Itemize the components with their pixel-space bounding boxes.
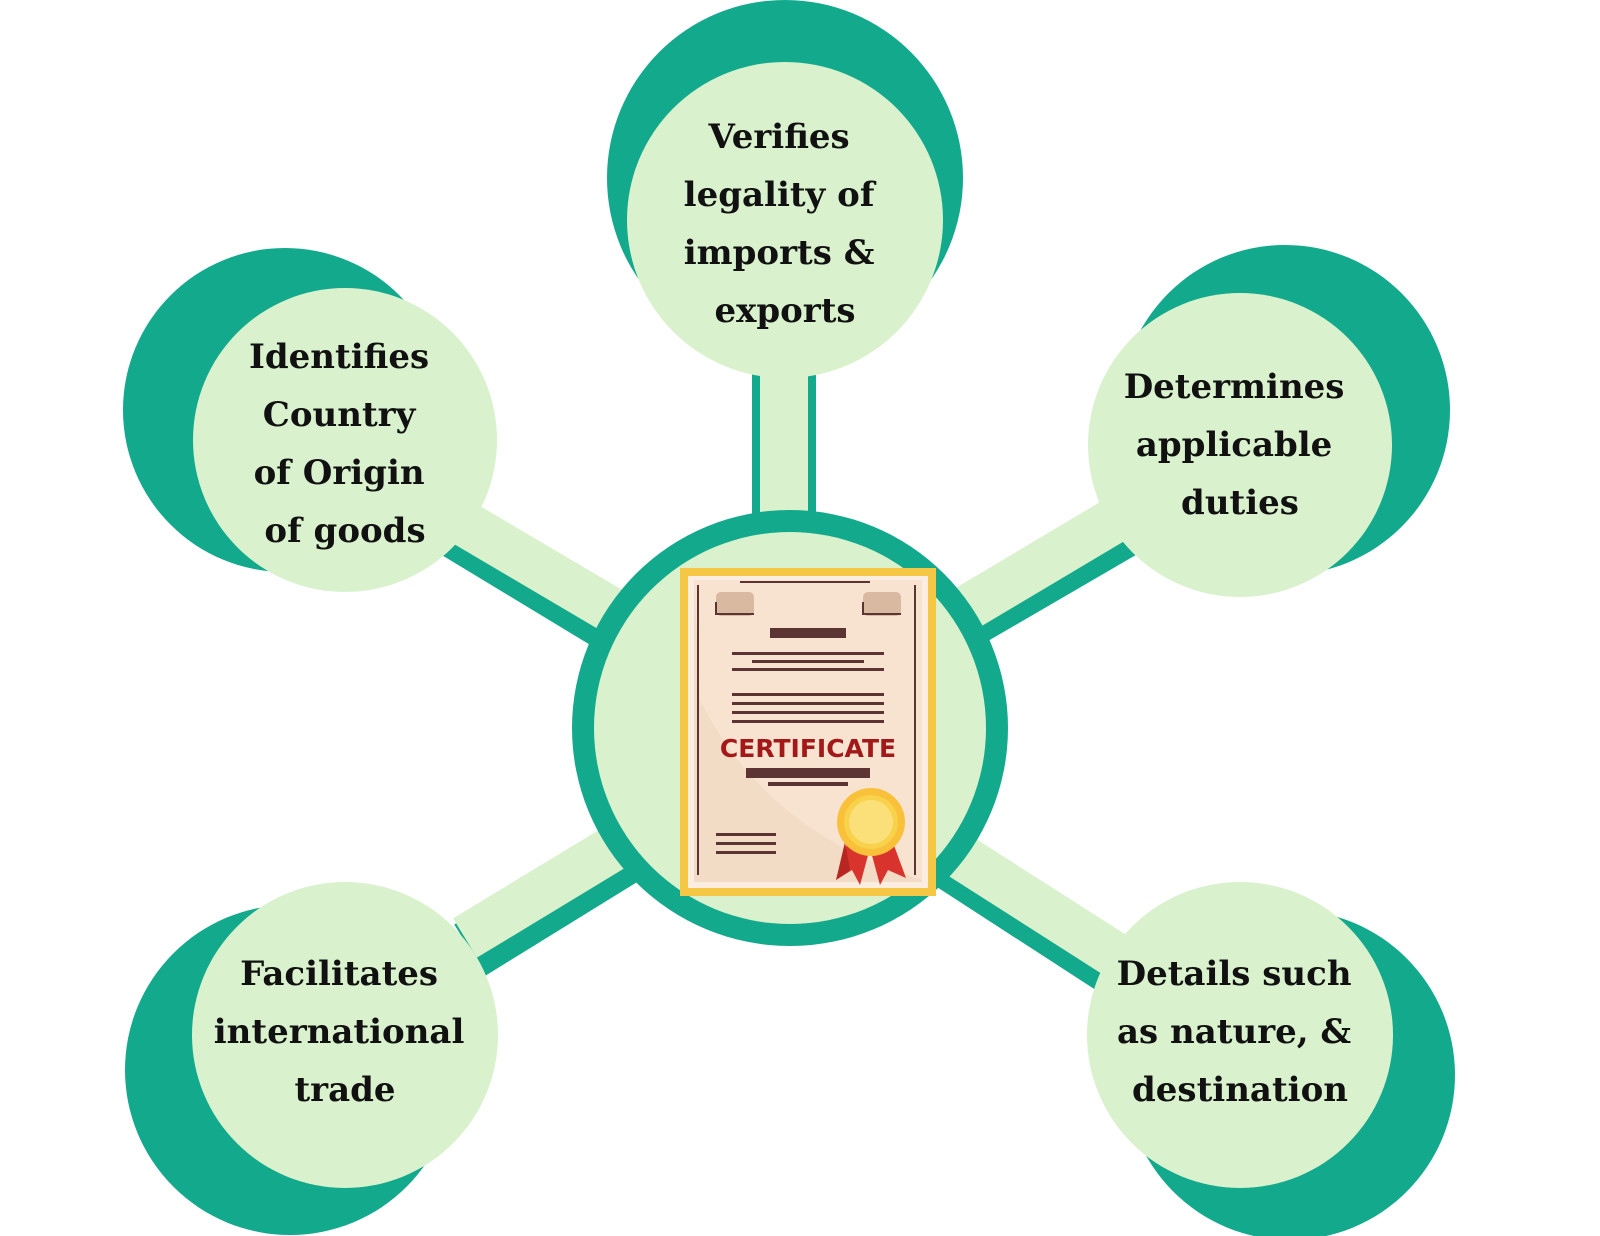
certificate-icon: CERTIFICATE: [680, 568, 936, 896]
node-lower-right-label: Details such as nature, & destination: [1117, 954, 1364, 1110]
award-seal-icon: [836, 788, 906, 885]
spoke-lower-right: [918, 820, 1137, 996]
node-lower-right: Details such as nature, & destination: [1087, 882, 1455, 1236]
node-top-label: Verifies legality of imports & exports: [684, 117, 887, 331]
spoke-top: [752, 365, 816, 545]
node-lower-left: Facilitates international trade: [125, 882, 498, 1235]
certificate-title: CERTIFICATE: [720, 734, 896, 763]
node-lower-left-label: Facilitates international trade: [214, 954, 476, 1110]
node-upper-right-label: Determines applicable duties: [1124, 367, 1357, 523]
node-upper-right: Determines applicable duties: [1088, 245, 1450, 597]
node-upper-left: Identifies Country of Origin of goods: [123, 248, 497, 592]
spoke-lower-left: [453, 815, 656, 976]
node-upper-left-label: Identifies Country of Origin of goods: [249, 337, 441, 551]
node-top: Verifies legality of imports & exports: [607, 0, 963, 378]
